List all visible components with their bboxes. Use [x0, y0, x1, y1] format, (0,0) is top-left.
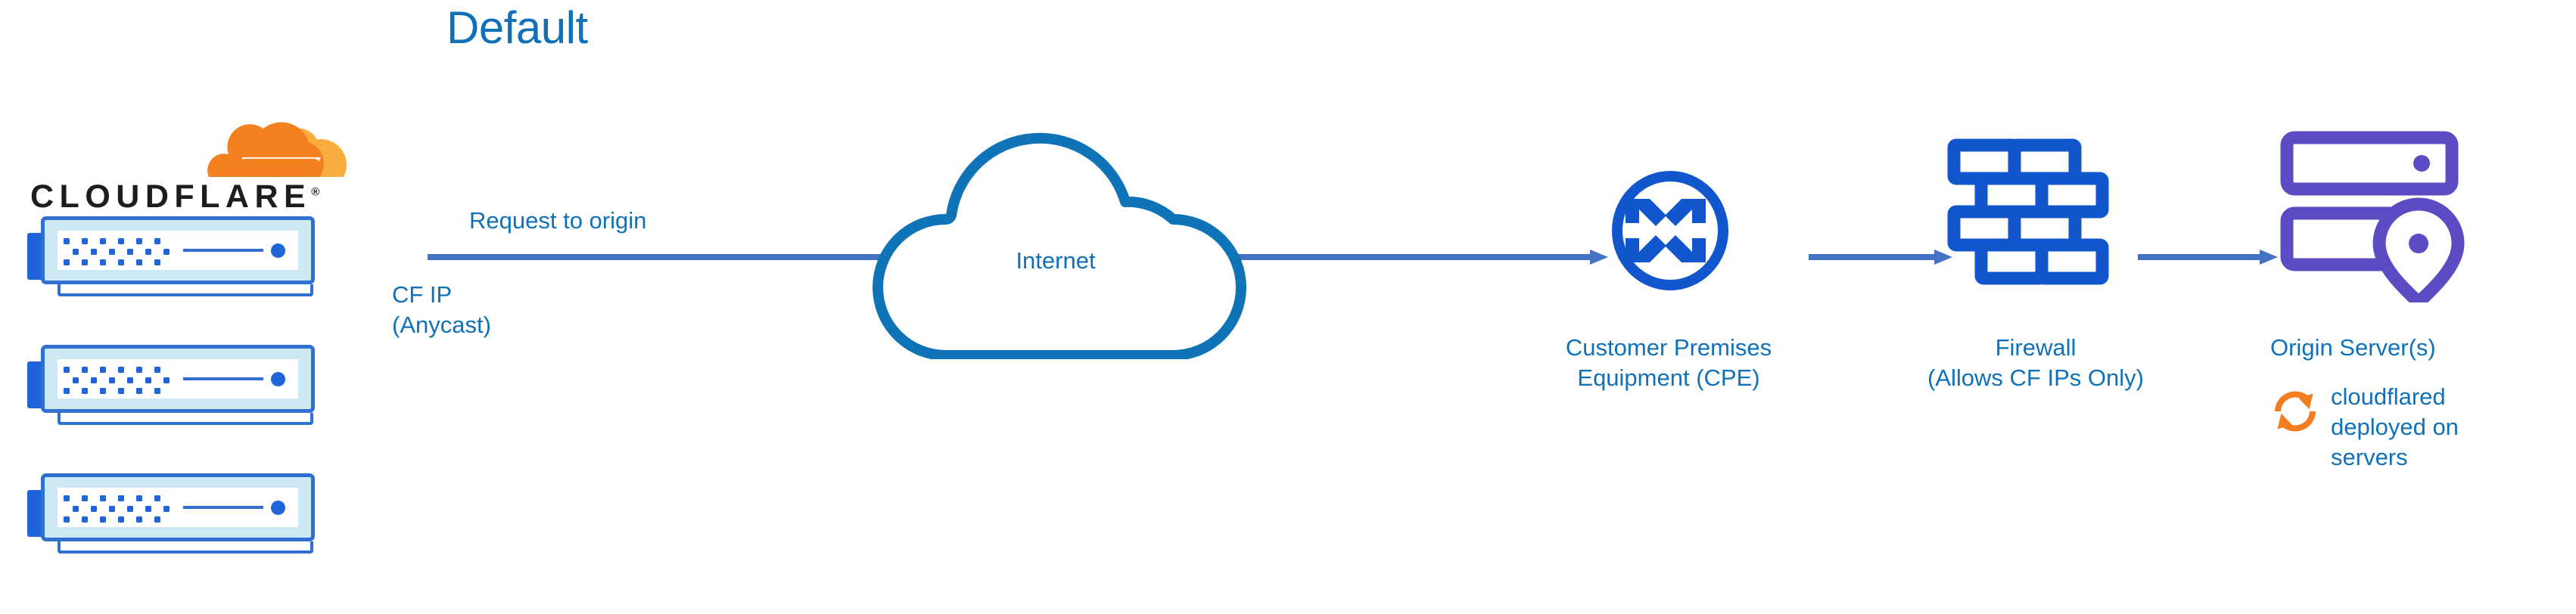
rack-status-light	[271, 243, 285, 258]
internet-label: Internet	[1016, 247, 1096, 274]
edge-server-rack	[27, 345, 330, 425]
cloudflare-logo: CLOUDFLARE®	[30, 104, 348, 215]
edge-server-rack	[27, 216, 330, 296]
cloud-icon	[873, 132, 1246, 361]
rack-status-light	[271, 372, 285, 386]
rack-indicator-line	[183, 506, 263, 509]
arrow-firewall-to-origin	[2138, 250, 2278, 265]
edge-server-rack	[27, 473, 330, 554]
rack-indicator-line	[183, 249, 263, 252]
firewall-node	[1945, 136, 2119, 299]
server-location-icon	[2280, 131, 2465, 309]
cpe-node	[1576, 170, 1765, 291]
origin-server-label: Origin Server(s)	[2270, 334, 2436, 361]
cpe-label-line1: Customer Premises	[1565, 334, 1772, 361]
origin-server-node	[2278, 129, 2475, 309]
request-to-origin-label: Request to origin	[469, 207, 647, 234]
cloudflared-note-line1: cloudflared	[2331, 383, 2446, 410]
brick-wall-icon	[1947, 138, 2109, 285]
internet-cloud: Internet	[832, 110, 1279, 361]
rack-base	[58, 541, 313, 554]
cf-ip-label-line1: CF IP	[392, 281, 453, 308]
firewall-label-line1: Firewall	[1995, 334, 2077, 361]
rack-base	[58, 284, 313, 296]
arrow-cpe-to-firewall	[1809, 250, 1952, 265]
router-icon	[1612, 171, 1728, 290]
cloudflared-note-line3: servers	[2331, 444, 2408, 470]
diagram-title: Default	[446, 2, 588, 53]
cloudflare-wordmark: CLOUDFLARE®	[30, 178, 320, 215]
sync-arrows-icon	[2270, 386, 2320, 440]
rack-body	[41, 473, 315, 541]
rack-status-light	[271, 501, 285, 515]
cloudflared-note-line2: deployed on	[2331, 414, 2459, 440]
cf-ip-label-line2: (Anycast)	[392, 312, 491, 338]
cpe-label-line2: Equipment (CPE)	[1577, 364, 1760, 391]
cloudflared-note-text: cloudflared deployed on servers	[2331, 382, 2565, 473]
cloudflare-cloud-icon	[195, 104, 347, 181]
rack-base	[58, 413, 313, 425]
rack-indicator-line	[183, 377, 263, 380]
firewall-label-line2: (Allows CF IPs Only)	[1927, 364, 2144, 391]
